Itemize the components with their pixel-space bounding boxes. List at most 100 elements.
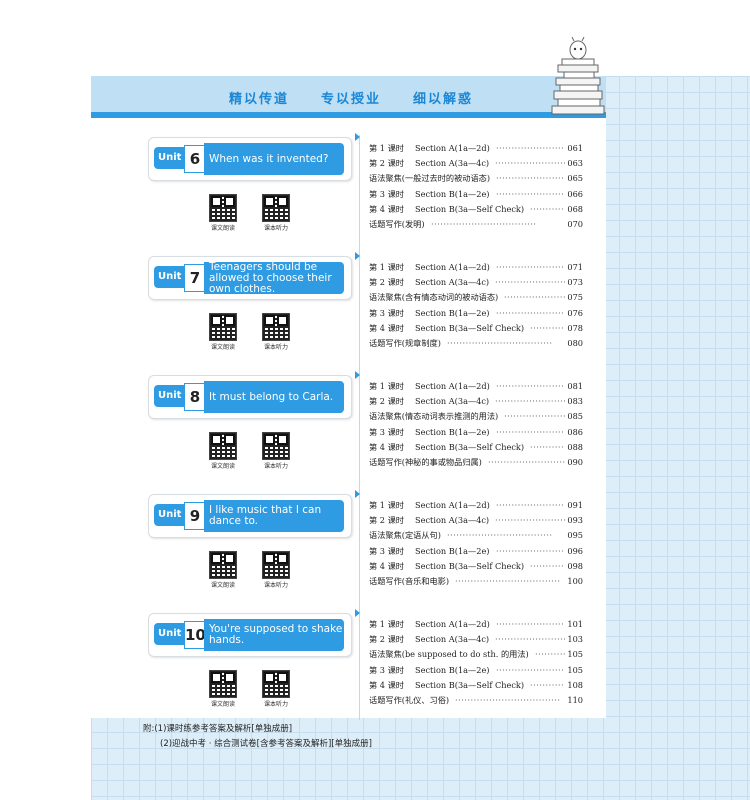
toc-lesson: 第 2 课时 [369,396,404,407]
audio-listening-qr-code[interactable] [262,313,290,341]
toc-page-number: 083 [567,396,583,407]
text-reading-label: 课文朗读 [210,463,235,470]
leader-dots: ·································· [495,277,565,288]
toc-row[interactable]: 语法聚焦(情态动词表示推测的用法)·······················… [369,409,583,423]
section-arrow-icon [355,133,360,141]
text-reading-qr-code[interactable] [209,670,237,698]
unit-word: Unit [158,509,182,520]
text-reading-qr-code[interactable] [209,551,237,579]
toc-page-number: 066 [567,188,583,199]
audio-listening-qr-code[interactable] [262,194,290,222]
toc-topic: 语法聚焦(定语从句) [369,530,441,541]
toc-section: Section A(1a—2d) [415,262,490,272]
toc-page-number: 076 [567,307,583,318]
audio-listening-qr-code[interactable] [262,670,290,698]
toc-page-number: 065 [567,173,583,184]
toc-lesson: 第 2 课时 [369,158,404,169]
unit-title: You're supposed to shake hands. [204,619,344,651]
toc-topic: 语法聚焦(含有情态动词的被动语态) [369,292,499,303]
unit-number: 7 [184,264,206,292]
toc-page-number: 096 [567,545,583,556]
toc-lesson: 第 2 课时 [369,515,404,526]
toc-section: Section A(3a—4c) [415,396,490,407]
appendix-note-1: 附:(1)课时练参考答案及解析[单独成册] [143,724,293,734]
toc-section: Section A(1a—2d) [415,143,490,153]
section-arrow-icon [355,490,360,498]
appendix-note-2: (2)迎战中考 · 综合测试卷[含参考答案及解析][单独成册] [160,739,372,749]
toc-row[interactable]: 话题写作(发明)································… [369,217,583,231]
audio-listening-qr-code[interactable] [262,432,290,460]
unit-word: Unit [158,152,182,163]
toc-row[interactable]: 语法聚焦(定语从句)······························… [369,528,583,542]
toc-section: Section B(1a—2e) [415,664,490,675]
toc-section: Section B(3a—Self Check) [415,441,525,452]
unit-number: 9 [184,502,206,530]
unit-title: When was it invented? [204,143,344,175]
toc-row[interactable]: 语法聚焦(一般过去时的被动语态)························… [369,171,583,185]
audio-listening-qr-code[interactable] [262,551,290,579]
toc-section: Section A(3a—4c) [415,634,490,645]
toc-section: Section B(1a—2e) [415,426,490,437]
leader-dots: ·································· [488,457,565,467]
toc-page-number: 078 [567,322,583,333]
leader-dots: ·································· [535,649,565,660]
text-reading-qr-code[interactable] [209,194,237,222]
leader-dots: ·································· [447,338,553,348]
toc-lesson: 第 3 课时 [369,307,404,318]
leader-dots: ·································· [496,545,565,556]
toc-row[interactable]: 话题写作(音乐和电影)·····························… [369,574,583,588]
toc-topic: 语法聚焦(一般过去时的被动语态) [369,173,491,184]
toc-row[interactable]: 语法聚焦(含有情态动词的被动语态)·······················… [369,290,583,304]
toc-row[interactable]: 话题写作(神秘的事或物品归属)·························… [369,455,583,469]
text-reading-label: 课文朗读 [210,225,235,232]
leader-dots: ·································· [496,307,565,318]
toc-section: Section A(3a—4c) [415,515,490,526]
unit-title: Teenagers should be allowed to choose th… [204,261,344,294]
toc-row[interactable]: 语法聚焦(be supposed to do sth. 的用法) ········… [369,647,583,661]
toc-section: Section A(1a—2d) [415,619,490,629]
leader-dots: ·································· [455,576,561,586]
toc-page-number: 103 [567,634,583,645]
toc-topic: 语法聚焦(be supposed to do sth. 的用法) [369,649,529,660]
text-reading-qr-code[interactable] [209,432,237,460]
toc-row[interactable]: 话题写作(礼仪、习俗)·····························… [369,693,583,707]
toc-section: Section A(1a—2d) [415,500,490,510]
audio-listening-label: 课本听力 [263,344,288,351]
toc-lesson: 第 1 课时 [369,143,404,153]
text-reading-qr-code[interactable] [209,313,237,341]
toc-topic: 语法聚焦(情态动词表示推测的用法) [369,411,499,422]
toc-page-number: 081 [567,381,583,391]
column-divider [359,135,360,720]
slogan-3: 细以解惑 [413,92,474,107]
toc-topic: 话题写作(发明) [369,219,425,229]
toc-lesson: 第 2 课时 [369,634,404,645]
toc-row[interactable]: 话题写作(规章制度)······························… [369,336,583,350]
leader-dots: ·································· [496,664,565,675]
leader-dots: ·································· [496,619,565,629]
